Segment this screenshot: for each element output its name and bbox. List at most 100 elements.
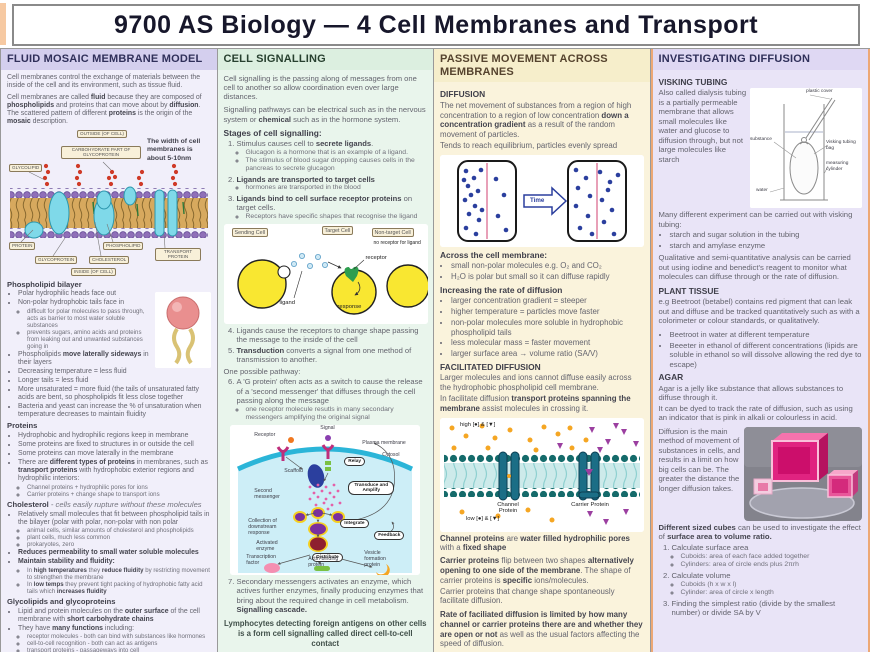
sub-list-item: Carrier proteins + change shape to trans… xyxy=(27,491,211,498)
section-head-plant-tissue: PLANT TISSUE xyxy=(658,285,720,296)
label-vesicle-formation-protein: Vesicle formation protein xyxy=(364,550,386,569)
intro-paragraph: Cell signalling is the passing along of … xyxy=(223,73,417,102)
time-label: Time xyxy=(530,196,545,204)
section-head-glycolipids: Glycolipids and glycoproteins xyxy=(7,596,116,606)
list-item: Bacteria and yeast can increase the % of… xyxy=(18,403,211,419)
sub-list-item: cell-to-cell recognition - both can act … xyxy=(27,640,211,647)
list-item: Some proteins are fixed to structures in… xyxy=(18,441,211,449)
plant-tissue-list: Beetroot in water at different temperatu… xyxy=(659,330,863,369)
column-body-investigating-diffusion: VISKING TUBING xyxy=(653,70,869,652)
column-body-cell-signalling: Cell signalling is the passing along of … xyxy=(218,70,434,652)
label-relay: Relay xyxy=(344,457,366,466)
section-head-visking-tubing: VISKING TUBING xyxy=(658,76,728,87)
stages-list-6: A 'G protein' often acts as a switch to … xyxy=(224,377,428,422)
membrane-label-carbohydrate: CARBOHYDRATE PART OF GLYCOPROTEIN xyxy=(61,145,141,160)
column-fluid-mosaic: FLUID MOSAIC MEMBRANE MODEL Cell membran… xyxy=(0,49,218,652)
cubes-paragraph: Different sized cubes can be used to inv… xyxy=(658,522,861,542)
column-header-cell-signalling: CELL SIGNALLING xyxy=(217,49,433,70)
rate-list: larger concentration gradient = steeperh… xyxy=(440,296,644,359)
section-head-across-membrane: Across the cell membrane: xyxy=(440,249,548,260)
section-head-phospholipid-bilayer: Phospholipid bilayer xyxy=(7,279,82,289)
label-integrate: Integrate xyxy=(340,519,369,528)
column-body-passive-movement: DIFFUSION The net movement of substances… xyxy=(434,82,650,652)
sub-list: hormones are transported in the blood xyxy=(237,184,428,192)
sub-list: one receptor molecule resutls in many se… xyxy=(237,406,428,423)
list-item: Stimulus causes cell to secrete ligands.… xyxy=(237,139,428,174)
carrier-proteins-paragraph: Carrier proteins flip between two shapes… xyxy=(440,556,634,585)
carrier-proteins-paragraph-2: Carrier proteins that change shape spont… xyxy=(440,586,615,606)
transduction-illustration xyxy=(230,425,421,576)
sub-list: difficult for polar molecules to pass th… xyxy=(18,308,211,350)
agar-paragraph: Agar is a jelly like substance that allo… xyxy=(658,383,844,403)
sub-list-item: Glucagon is a hormone that is an example… xyxy=(246,149,428,157)
label-receptor: receptor xyxy=(365,255,387,262)
label-carrier-protein: Carrier Protein xyxy=(571,501,609,508)
notes-columns: FLUID MOSAIC MEMBRANE MODEL Cell membran… xyxy=(0,48,870,652)
column-passive-movement: PASSIVE MOVEMENT ACROSS MEMBRANES DIFFUS… xyxy=(434,49,651,652)
visking-tubing-diagram: plastic cover substance Visking tubing b… xyxy=(750,88,862,209)
label-transcription-factor: Transcription factor xyxy=(246,554,277,567)
list-item: There are different types of proteins in… xyxy=(18,459,211,498)
list-item: Non-polar hydrophobic tails face indiffi… xyxy=(18,299,211,350)
title-box: 9700 AS Biology — 4 Cell Membranes and T… xyxy=(12,4,860,46)
agar-paragraph-2: It can be dyed to track the rate of diff… xyxy=(658,403,853,423)
list-item: Some proteins can move laterally in the … xyxy=(18,450,211,458)
membrane-label-outside: OUTSIDE (OF CELL) xyxy=(77,129,127,138)
label-measuring-cylinder: measuring cylinder xyxy=(826,161,849,172)
label-downstream-response: Collection of downstream response xyxy=(248,518,277,537)
sub-list-item: Cuboids (h x w x l) xyxy=(681,581,863,589)
membrane-label-glycolipid: GLYCOLIPID xyxy=(9,163,43,172)
list-item: They have many functions including:recep… xyxy=(18,625,211,652)
glycolipids-list: Lipid and protein molecules on the outer… xyxy=(7,608,211,652)
intro-paragraph: Cell membranes are called fluid because … xyxy=(7,93,202,125)
sub-list-item: difficult for polar molecules to pass th… xyxy=(27,308,211,329)
list-item: Reduces permeability to small water solu… xyxy=(18,549,211,557)
column-cell-signalling: CELL SIGNALLING Cell signalling is the p… xyxy=(217,49,434,652)
label-response: response xyxy=(337,304,362,311)
list-item: Finding the simplest ratio (divide by th… xyxy=(672,599,863,618)
plant-tissue-paragraph: e.g Beetroot (betabel) contains red pigm… xyxy=(658,297,860,326)
label-high-concentration: high [●] & [▼] xyxy=(460,421,496,428)
label-feedback: Feedback xyxy=(374,531,405,540)
facilitated-paragraph: Larger molecules and ions cannot diffuse… xyxy=(440,373,632,393)
experiments-list: starch and sugar solution in the tubings… xyxy=(659,230,863,250)
facilitated-diffusion-illustration xyxy=(440,417,644,532)
label-cytosol: Cytosol xyxy=(382,452,400,459)
label-substance: substance xyxy=(750,137,772,143)
column-header-passive-movement: PASSIVE MOVEMENT ACROSS MEMBRANES xyxy=(434,49,650,83)
label-target-cell: Target Cell xyxy=(321,226,354,236)
sub-list: receptor molecules - both can bind with … xyxy=(18,633,211,652)
membrane-label-glycoprotein: GLYCOPROTEIN xyxy=(35,255,78,264)
sub-list: Glucagon is a hormone that is an example… xyxy=(237,149,428,174)
cholesterol-note: - cells easily rupture without these mol… xyxy=(50,499,202,509)
list-item: Longer tails = less fluid xyxy=(18,377,211,385)
sub-list-item: one receptor molecule resutls in many se… xyxy=(246,406,428,423)
list-item: Polar hydrophilic heads face out xyxy=(18,290,211,298)
section-head-cholesterol: Cholesterol - cells easily rupture witho… xyxy=(7,499,202,509)
rate-limit-paragraph: Rate of faciliated diffusion is limited … xyxy=(440,610,643,649)
list-item: larger surface area → volume ratio (SA/V… xyxy=(451,349,644,359)
cholesterol-list: Relatively small molecules that fit betw… xyxy=(7,511,211,595)
bilayer-list: Polar hydrophilic heads face outNon-pola… xyxy=(7,290,211,419)
transduction-pathway-diagram: Receptor Signal Plasma membrane Cytosol … xyxy=(230,425,421,576)
title-row: 9700 AS Biology — 4 Cell Membranes and T… xyxy=(0,0,870,48)
list-item: Ligands cause the receptors to change sh… xyxy=(237,326,428,345)
label-receptor: Receptor xyxy=(254,432,276,439)
experiments-paragraph: Many different experiment can be carried… xyxy=(658,210,853,229)
signalling-cells-diagram: Sending Cell Target Cell Non-target Cell… xyxy=(223,224,428,325)
label-non-target-cell: Non-target Cell xyxy=(371,228,414,238)
list-item: H₂O is polar but small so it can diffuse… xyxy=(451,272,644,282)
diffusion-limit-paragraph: Diffusion is the main method of movement… xyxy=(658,426,741,494)
label-distribute: Distribute xyxy=(312,553,343,562)
list-item: Relatively small molecules that fit betw… xyxy=(18,511,211,549)
membrane-width-note: The width of cell membranes is about 5-1… xyxy=(147,137,201,162)
label-no-receptor: no receptor for ligand xyxy=(373,240,421,247)
sub-list-item: transport proteins - passageways into ce… xyxy=(27,647,211,652)
column-investigating-diffusion: INVESTIGATING DIFFUSION VISKING TUBING xyxy=(650,49,870,652)
cubes-steps-list: Calculate surface areaCuboids: area of e… xyxy=(659,543,863,618)
membrane-label-protein: PROTEIN xyxy=(9,241,36,250)
label-low-concentration: low [●] & [▼] xyxy=(466,515,500,522)
intro-paragraph: Signalling pathways can be electrical su… xyxy=(223,105,426,124)
facilitated-paragraph: In facilitate diffusion transport protei… xyxy=(440,393,631,413)
page-edge-strip xyxy=(0,3,6,45)
